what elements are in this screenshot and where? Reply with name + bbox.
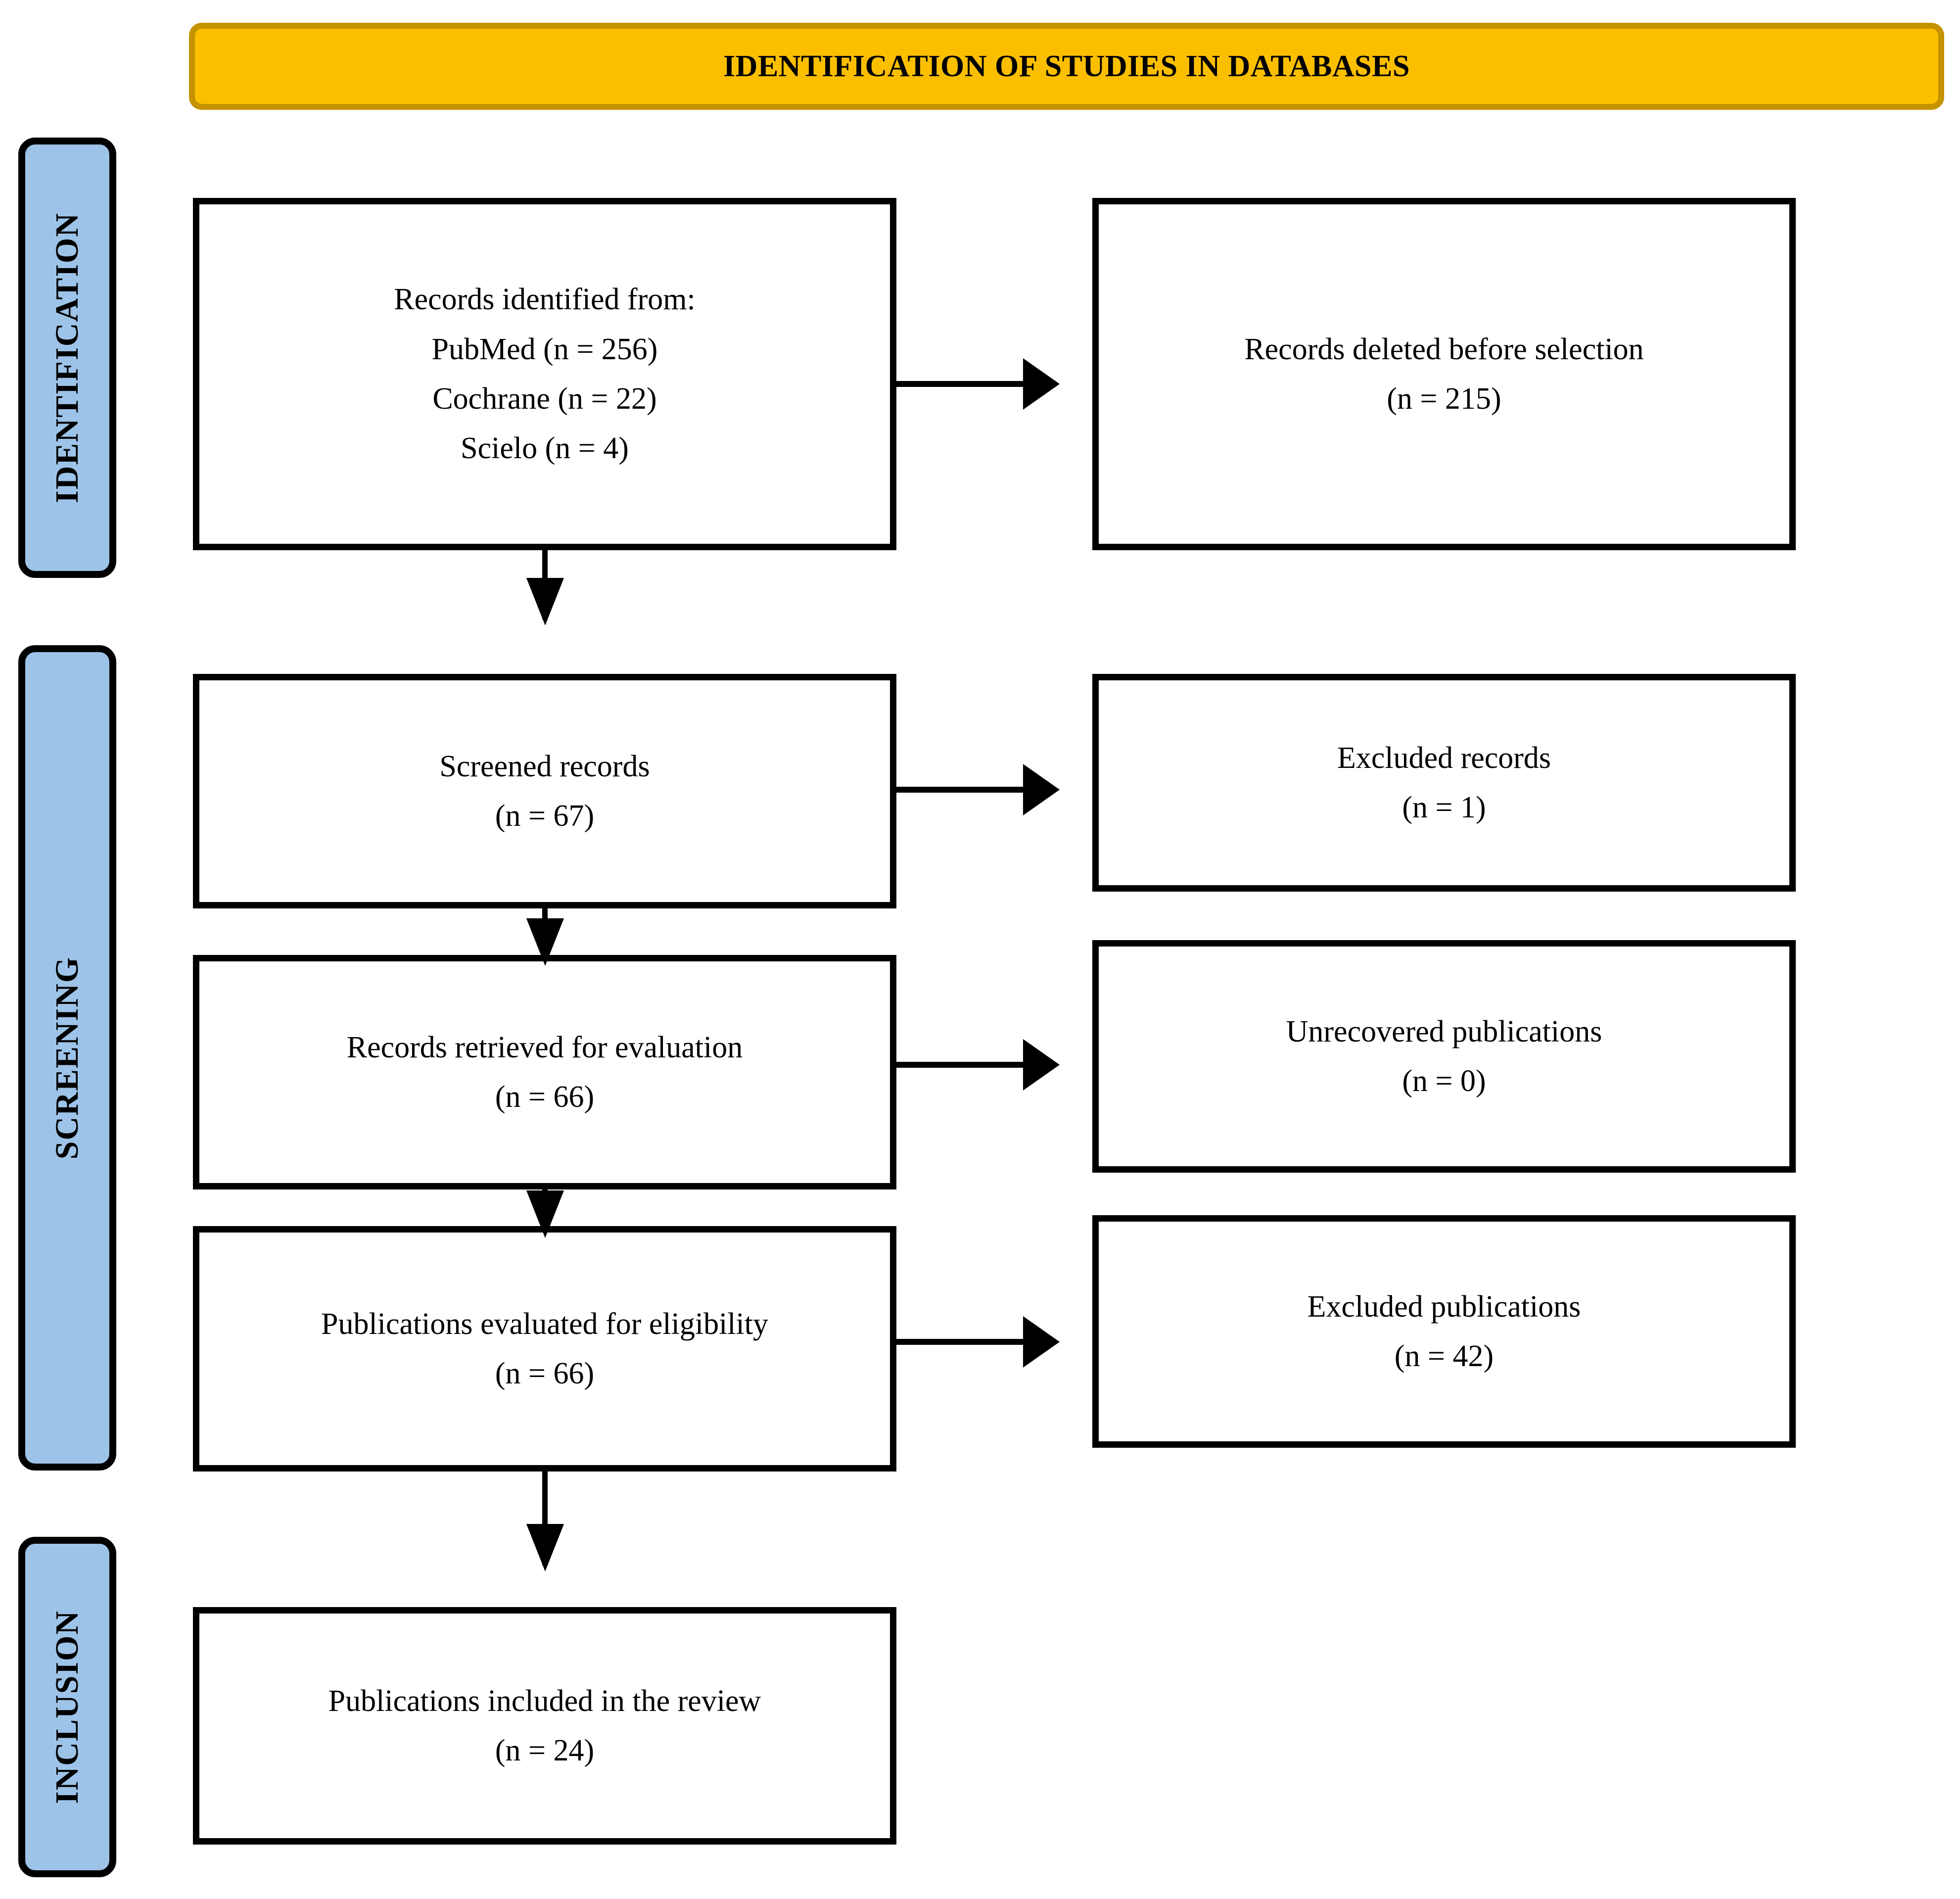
box-publications-included-count: (n = 24) (495, 1734, 595, 1767)
arrow-screened-to-retrieved (542, 908, 548, 960)
stage-label-inclusion: INCLUSION (18, 1537, 116, 1877)
box-screened-records-label: Screened records (439, 749, 650, 783)
box-excluded-publications-label: Excluded publications (1307, 1289, 1581, 1324)
box-unrecovered-publications: Unrecovered publications (n = 0) (1092, 940, 1796, 1173)
box-excluded-records-label: Excluded records (1337, 741, 1551, 775)
box-excluded-records-count: (n = 1) (1402, 791, 1486, 824)
arrow-eligibility-to-excluded-publications (896, 1339, 1055, 1345)
box-publications-included: Publications included in the review (n =… (193, 1607, 896, 1845)
box-records-identified-cochrane: Cochrane (n = 22) (432, 382, 657, 416)
arrow-retrieved-to-unrecovered (896, 1062, 1055, 1068)
box-records-retrieved-count: (n = 66) (495, 1080, 595, 1114)
stage-label-identification-text: IDENTIFICATION (49, 212, 85, 503)
box-records-identified-scielo: Scielo (n = 4) (461, 431, 629, 466)
box-publications-eligibility: Publications evaluated for eligibility (… (193, 1226, 896, 1472)
box-records-deleted-label: Records deleted before selection (1244, 332, 1644, 366)
stage-label-identification: IDENTIFICATION (18, 138, 116, 578)
box-publications-eligibility-label: Publications evaluated for eligibility (321, 1307, 768, 1341)
arrow-screened-to-excluded-records (896, 787, 1055, 793)
arrow-identified-to-deleted (896, 381, 1055, 387)
box-records-deleted-count: (n = 215) (1387, 382, 1501, 416)
box-records-retrieved: Records retrieved for evaluation (n = 66… (193, 955, 896, 1189)
arrow-eligibility-to-included (542, 1472, 548, 1566)
box-excluded-publications-count: (n = 42) (1394, 1339, 1494, 1373)
box-screened-records-count: (n = 67) (495, 799, 595, 833)
box-records-identified: Records identified from: PubMed (n = 256… (193, 198, 896, 550)
banner-title: IDENTIFICATION OF STUDIES IN DATABASES (723, 49, 1410, 83)
stage-label-screening-text: SCREENING (49, 956, 85, 1160)
box-excluded-records: Excluded records (n = 1) (1092, 674, 1796, 892)
box-records-identified-line1: Records identified from: (394, 283, 696, 317)
box-unrecovered-publications-label: Unrecovered publications (1286, 1014, 1602, 1048)
arrow-identified-to-screened (542, 550, 548, 619)
box-unrecovered-publications-count: (n = 0) (1402, 1064, 1486, 1098)
arrow-retrieved-to-eligibility (542, 1189, 548, 1232)
stage-label-inclusion-text: INCLUSION (49, 1610, 85, 1804)
box-screened-records: Screened records (n = 67) (193, 674, 896, 908)
box-records-identified-pubmed: PubMed (n = 256) (431, 332, 658, 366)
box-publications-included-label: Publications included in the review (328, 1684, 761, 1718)
box-records-deleted: Records deleted before selection (n = 21… (1092, 198, 1796, 550)
stage-label-screening: SCREENING (18, 645, 116, 1471)
box-excluded-publications: Excluded publications (n = 42) (1092, 1215, 1796, 1448)
box-records-retrieved-label: Records retrieved for evaluation (346, 1030, 743, 1064)
identification-banner: IDENTIFICATION OF STUDIES IN DATABASES (189, 23, 1944, 110)
box-publications-eligibility-count: (n = 66) (495, 1357, 595, 1390)
